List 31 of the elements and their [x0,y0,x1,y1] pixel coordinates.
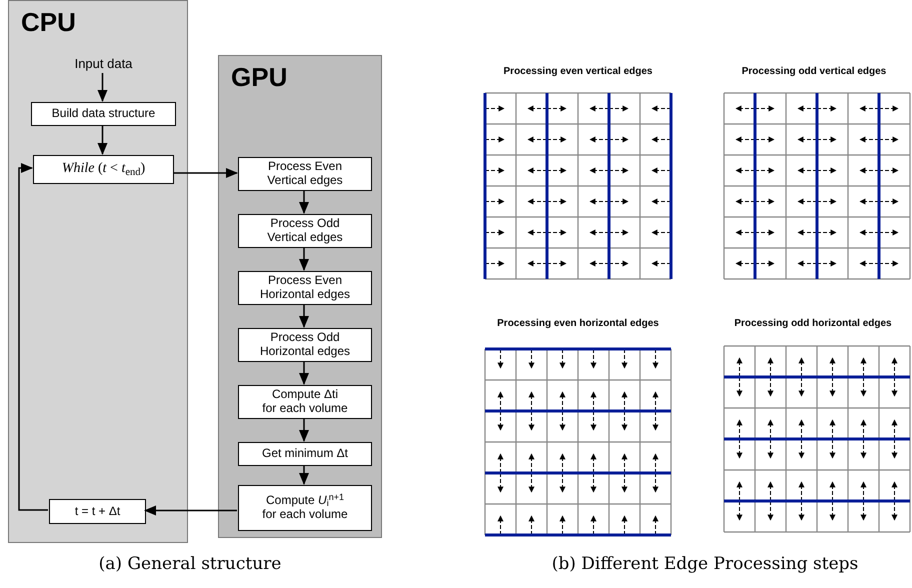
arrow [18,163,48,511]
process-box: Get minimum Δt [238,442,372,466]
figure-caption: (b) Different Edge Processing steps [550,553,860,576]
process-box: Compute Δti for each volume [238,385,372,419]
arrow [144,506,237,516]
panel-background [8,0,188,543]
panel-background [218,55,382,538]
arrow [299,465,309,485]
arrow [299,190,309,214]
arrow [299,304,309,328]
panel-heading: CPU [21,9,76,35]
process-box: Process Odd Vertical edges [238,214,372,248]
process-box: Build data structure [31,102,176,126]
grid-title: Processing odd vertical edges [740,65,888,79]
process-box: t = t + Δt [49,499,146,524]
panel-heading: GPU [231,64,288,90]
grid-title: Processing odd horizontal edges [733,317,893,331]
process-box: Process Even Vertical edges [238,157,372,191]
grid-title: Processing even vertical edges [502,65,654,79]
figure-caption: (a) General structure [98,553,282,576]
process-box: Process Even Horizontal edges [238,271,372,305]
arrow [299,418,309,442]
arrow [173,168,238,178]
arrow [98,125,108,155]
arrow [98,73,108,102]
process-box: Process Odd Horizontal edges [238,328,372,362]
grid-title: Processing even horizontal edges [496,317,660,331]
process-box: While (t < t$_{end}$) [33,155,174,184]
arrow [299,361,309,385]
arrow [299,247,309,271]
input-label: Input data [56,54,151,74]
